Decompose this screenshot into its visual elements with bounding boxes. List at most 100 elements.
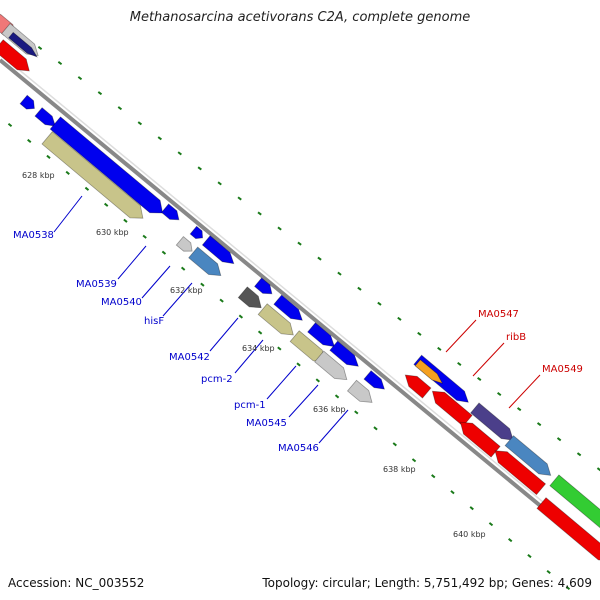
tick-dot [7,122,13,128]
tick-dot [97,91,103,96]
gene-arrow [307,322,336,348]
gene-arrow [494,450,547,496]
tick-dot [516,407,522,412]
tick-dot [373,426,378,431]
tick-label: 630 kbp [96,228,129,237]
backbone-line [0,53,600,550]
gene-arrow [175,236,193,252]
tick-dot [457,361,462,366]
tick-dot [497,392,502,397]
tick-dot [297,241,302,246]
tick-dots [7,45,600,591]
tick-dot [237,196,242,201]
gene-arrow [504,435,552,476]
leader-line [209,317,239,352]
gene-arrow [273,294,303,321]
gene-arrow [188,246,222,277]
gene-arrow [0,39,30,72]
leader-line [141,265,171,299]
gene-arrow [536,497,600,561]
tick-dot [180,266,186,271]
tick-dot [117,106,123,111]
tick-label: 634 kbp [242,344,275,353]
tick-dot [46,154,51,159]
tick-dot [354,410,359,415]
leader-line [288,384,319,418]
tick-dot [431,474,436,479]
leader-line [234,339,264,374]
tick-dot [137,121,143,126]
tick-dot [277,226,282,231]
text-labels: 628 kbp 630 kbp 632 kbp 634 kbp 636 kbp 638 k… [13,171,583,539]
gene-label: ribB [506,332,526,343]
tick-label: 636 kbp [313,405,346,414]
tick-dot [65,170,70,175]
gene-arrow [19,94,35,110]
backbone [0,53,600,557]
leader-line [162,282,193,317]
tick-label: 640 kbp [453,530,486,539]
gene-label: MA0538 [13,230,54,241]
gene-label: MA0545 [246,418,287,429]
tick-dot [337,271,342,276]
gene-arrow [201,235,235,265]
leader-line [318,409,349,444]
gene-arrow [237,286,262,309]
tick-dot [177,151,182,156]
tick-dot [37,45,43,51]
tick-label: 628 kbp [22,171,55,180]
tick-dot [257,330,263,335]
leader-line [472,342,505,377]
gene-arrow [431,390,473,427]
gene-arrow [161,203,180,221]
tick-dot [296,362,301,367]
gene-label: MA0539 [76,279,117,290]
tick-dot [257,211,262,216]
tick-dot [334,394,340,399]
gene-label: MA0547 [478,309,519,320]
tick-dot [315,378,320,383]
leader-line [445,319,477,353]
tick-dot [142,234,147,239]
gene-arrow [414,359,444,384]
tick-dot [357,286,362,291]
tick-dot [157,136,162,141]
gene-label: MA0549 [542,364,583,375]
tick-dot [219,298,224,303]
gene-label: pcm-1 [234,400,266,411]
accession-text: Accession: NC_003552 [8,576,145,590]
tick-label: 632 kbp [170,286,203,295]
gene-arrow [254,277,273,295]
tick-dot [392,442,397,447]
tick-dot [536,422,542,427]
topology-text: Topology: circular; Length: 5,751,492 bp… [262,576,592,590]
gene-arrow [346,379,373,403]
tick-dot [411,458,417,463]
tick-dot [397,316,402,321]
tick-dot [277,346,282,351]
tick-dot [437,346,442,351]
tick-dot [469,506,474,511]
tick-dot [546,569,551,575]
leader-line [117,245,147,280]
tick-dot [104,202,109,207]
tick-dot [556,437,562,442]
label-leaders [53,195,541,444]
gene-label: MA0546 [278,443,319,454]
tick-dot [84,186,90,191]
tick-dot [488,522,494,527]
tick-dot [596,467,600,472]
gene-label: MA0540 [101,297,142,308]
leader-line [53,195,83,233]
tick-dot [450,490,455,495]
tick-dot [527,554,532,559]
tick-dot [565,585,571,591]
tick-dot [417,331,422,336]
gene-arrow [49,116,164,214]
leader-line [508,374,541,409]
tick-dot [477,377,482,382]
gene-arrow [8,31,38,58]
gene-features [0,13,600,561]
tick-label: 638 kbp [383,465,416,474]
